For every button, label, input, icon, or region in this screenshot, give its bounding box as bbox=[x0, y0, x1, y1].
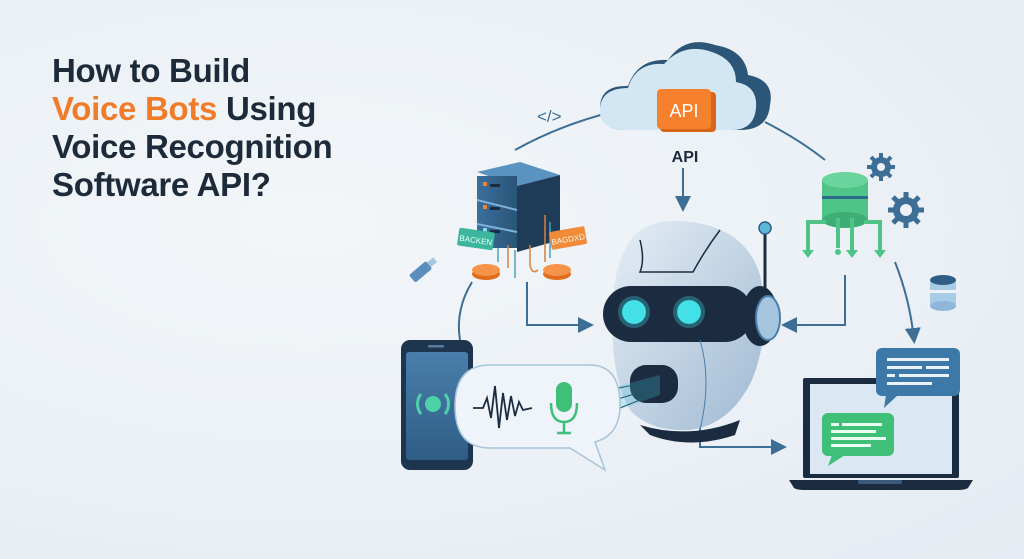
title-line-4: Software API? bbox=[52, 166, 271, 203]
connector-lines bbox=[457, 111, 921, 455]
chat-bubble-green bbox=[822, 413, 894, 466]
api-caption: API bbox=[672, 149, 699, 166]
gear-icon-large bbox=[888, 192, 924, 228]
cloud-api: API API bbox=[599, 42, 771, 166]
backend-tag-left bbox=[457, 227, 495, 251]
voice-input-bubble bbox=[454, 364, 621, 472]
title-highlight: Voice Bots bbox=[52, 90, 218, 127]
microphone-icon bbox=[549, 382, 579, 435]
backend-server-icon: BACKEN BAGDXD bbox=[457, 162, 587, 280]
page-title: How to Build Voice Bots Using Voice Reco… bbox=[52, 52, 333, 204]
smartphone-icon bbox=[401, 340, 473, 470]
robot-head-icon bbox=[585, 220, 781, 443]
laptop-chat-icon bbox=[789, 348, 973, 490]
gear-icon-small bbox=[867, 153, 895, 181]
title-line-2-rest: Using bbox=[217, 90, 317, 127]
chat-bubble-blue bbox=[876, 348, 960, 408]
database-icon-green bbox=[802, 172, 886, 258]
title-line-1: How to Build bbox=[52, 52, 251, 89]
title-line-3: Voice Recognition bbox=[52, 128, 333, 165]
api-badge-text: API bbox=[669, 101, 698, 121]
api-badge bbox=[657, 89, 711, 129]
backend-tag-right bbox=[549, 226, 587, 250]
waveform-icon bbox=[473, 385, 533, 429]
code-icon: </> bbox=[537, 107, 562, 126]
plug-icon bbox=[409, 257, 438, 282]
database-icon-small bbox=[930, 275, 956, 311]
